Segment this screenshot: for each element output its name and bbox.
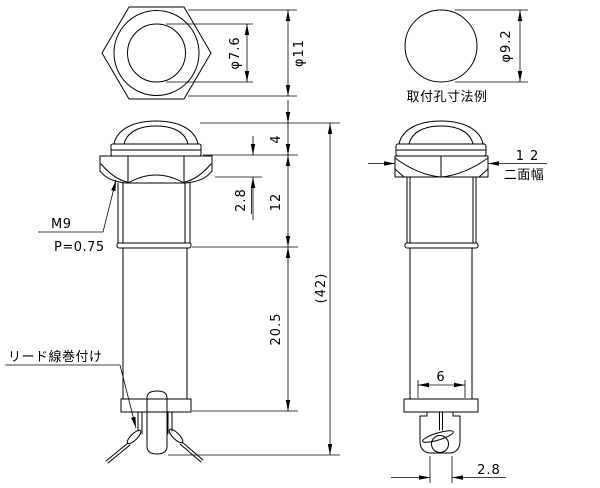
dim-lens-inner-dia: φ7.6 xyxy=(228,36,243,69)
mounting-hole-circle xyxy=(404,9,478,83)
lens-circle xyxy=(127,23,186,83)
extension-lines xyxy=(168,122,340,456)
lead-wires xyxy=(105,411,204,464)
threaded-section-side xyxy=(404,176,479,249)
tab-hole xyxy=(431,435,449,453)
dim-nut-thickness-group: 2.8 xyxy=(234,136,256,220)
dim-tab-width-group: 2.8 xyxy=(391,456,506,483)
dim-lens-height-group: 4 xyxy=(269,100,291,155)
dome-outer xyxy=(113,120,199,145)
dim-hole-dia: φ9.2 xyxy=(499,29,514,62)
front-view: M9 P=0.75 リード線巻付け 4 xyxy=(5,100,340,464)
dim-thread-length-group: 12 xyxy=(269,155,291,247)
dim-hole-dia-group: φ9.2 xyxy=(455,9,528,83)
terminal-tab xyxy=(419,411,461,454)
dim-overall-length: (42) xyxy=(314,273,329,304)
side-view: 12 二面幅 6 2.8 xyxy=(368,120,547,483)
dim-bezel-dia: φ11 xyxy=(292,39,307,67)
hex-nut-outline xyxy=(101,6,212,100)
dim-tab-width: 2.8 xyxy=(477,463,501,478)
hex-nut-front xyxy=(99,155,213,184)
dim-body-length-group: 20.5 xyxy=(269,247,291,411)
lead-wire-callout: リード線巻付け xyxy=(5,349,137,429)
thread-label: M9 xyxy=(51,217,72,232)
pitch-label: P=0.75 xyxy=(54,240,105,255)
dim-across-flats: 12 xyxy=(516,149,545,164)
dome-inner xyxy=(123,125,189,145)
dim-body-length: 20.5 xyxy=(269,313,284,346)
dim-tab-housing-width-group: 6 xyxy=(417,370,466,398)
dim-lens-inner-dia-group: φ7.6 xyxy=(166,23,253,83)
bottom-flange xyxy=(120,398,192,413)
dome-inner-side xyxy=(408,125,474,145)
dim-bezel-dia-group: φ11 xyxy=(188,9,307,97)
threaded-section xyxy=(116,182,192,249)
dim-tab-housing-width: 6 xyxy=(436,370,445,385)
across-flats-label: 二面幅 xyxy=(504,168,545,183)
hex-nut-side xyxy=(394,155,489,178)
dim-across-flats-group: 12 二面幅 xyxy=(368,149,547,183)
bottom-flange-side xyxy=(403,398,479,413)
dim-overall-length-group: (42) xyxy=(314,123,333,455)
dome-outer-side xyxy=(398,120,484,145)
bezel-circle xyxy=(113,10,200,96)
center-post xyxy=(146,390,168,455)
dim-nut-thickness: 2.8 xyxy=(234,188,249,212)
mounting-hole-label: 取付孔寸法例 xyxy=(406,90,487,105)
wire-wrap xyxy=(422,430,454,443)
mounting-hole-view: φ9.2 取付孔寸法例 xyxy=(404,9,528,105)
dim-thread-length: 12 xyxy=(269,193,284,212)
top-view-hex-nut: φ7.6 φ11 xyxy=(101,6,307,100)
lead-wire-label: リード線巻付け xyxy=(8,349,103,365)
thread-callout: M9 P=0.75 xyxy=(38,179,117,255)
dim-lens-height: 4 xyxy=(269,134,284,143)
